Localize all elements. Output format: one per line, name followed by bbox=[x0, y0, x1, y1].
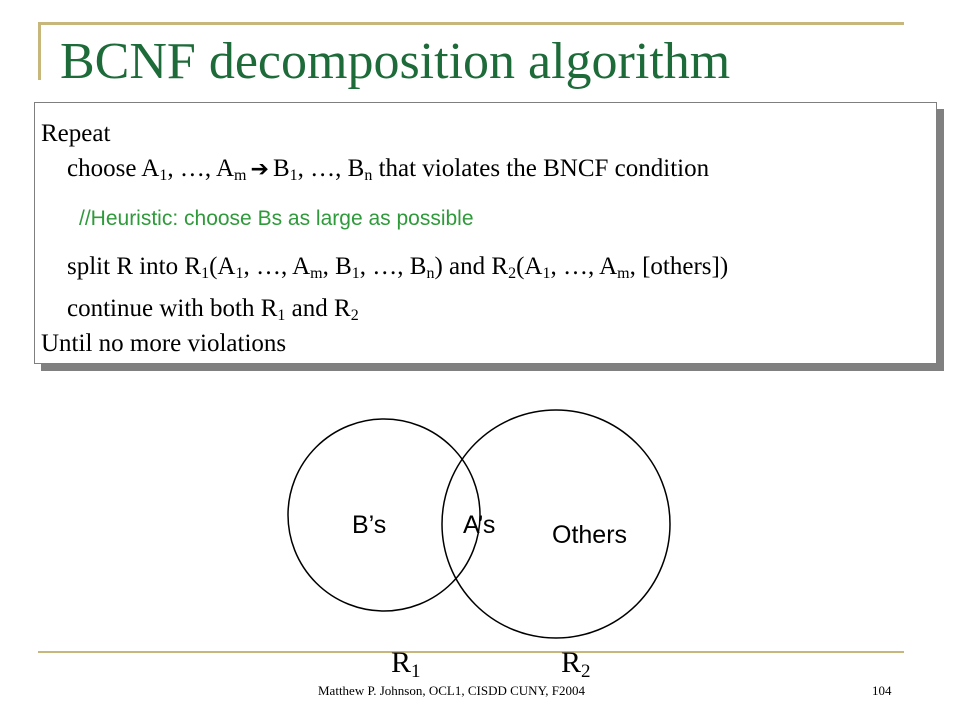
continue-line: continue with both R1 and R2 bbox=[67, 295, 359, 324]
page-number: 104 bbox=[872, 683, 892, 698]
right-arrow-icon: ➔ bbox=[250, 157, 269, 182]
slide-title: BCNF decomposition algorithm bbox=[60, 33, 731, 90]
r2-label: R2 bbox=[561, 646, 591, 682]
heuristic-comment: //Heuristic: choose Bs as large as possi… bbox=[79, 207, 474, 230]
algorithm-box: Repeat choose A1, …, Am➔B1, …, Bn that v… bbox=[34, 102, 937, 364]
bottom-rule bbox=[38, 651, 904, 653]
as-label: A’s bbox=[463, 511, 496, 539]
top-rule bbox=[38, 22, 904, 25]
repeat-line: Repeat bbox=[41, 120, 111, 147]
until-line: Until no more violations bbox=[41, 330, 287, 357]
choose-line: choose A1, …, Am➔B1, …, Bn that violates… bbox=[67, 155, 710, 184]
bs-label: B’s bbox=[352, 511, 387, 539]
r1-circle bbox=[287, 418, 481, 612]
split-line: split R into R1(A1, …, Am, B1, …, Bn) an… bbox=[67, 253, 729, 282]
left-rule bbox=[38, 22, 41, 80]
r2-circle bbox=[441, 409, 671, 639]
r1-label: R1 bbox=[391, 646, 421, 682]
others-label: Others bbox=[552, 521, 628, 549]
footer-credit: Matthew P. Johnson, OCL1, CISDD CUNY, F2… bbox=[318, 683, 586, 698]
